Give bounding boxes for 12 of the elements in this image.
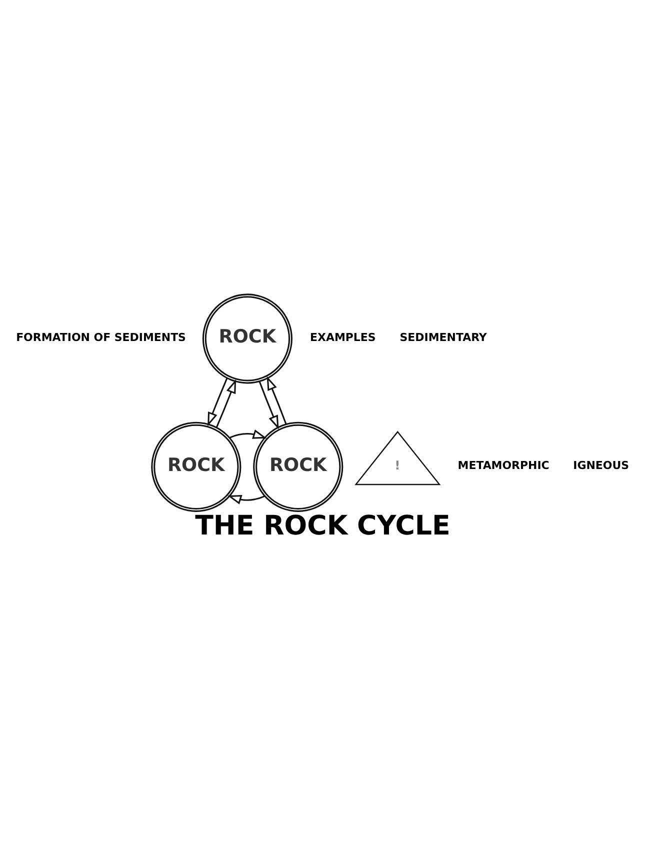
arrow <box>229 429 267 439</box>
label: EXAMPLES <box>310 330 376 344</box>
label: METAMORPHIC <box>458 458 550 472</box>
label: IGNEOUS <box>573 458 630 472</box>
label: FORMATION OF SEDIMENTS <box>16 330 186 344</box>
arrow <box>227 494 265 504</box>
arrow <box>266 376 287 424</box>
diagram-title: THE ROCK CYCLE <box>195 510 450 542</box>
label: SEDIMENTARY <box>400 330 487 344</box>
arrow <box>208 378 228 426</box>
arrow <box>258 381 279 430</box>
arrow <box>216 379 236 428</box>
